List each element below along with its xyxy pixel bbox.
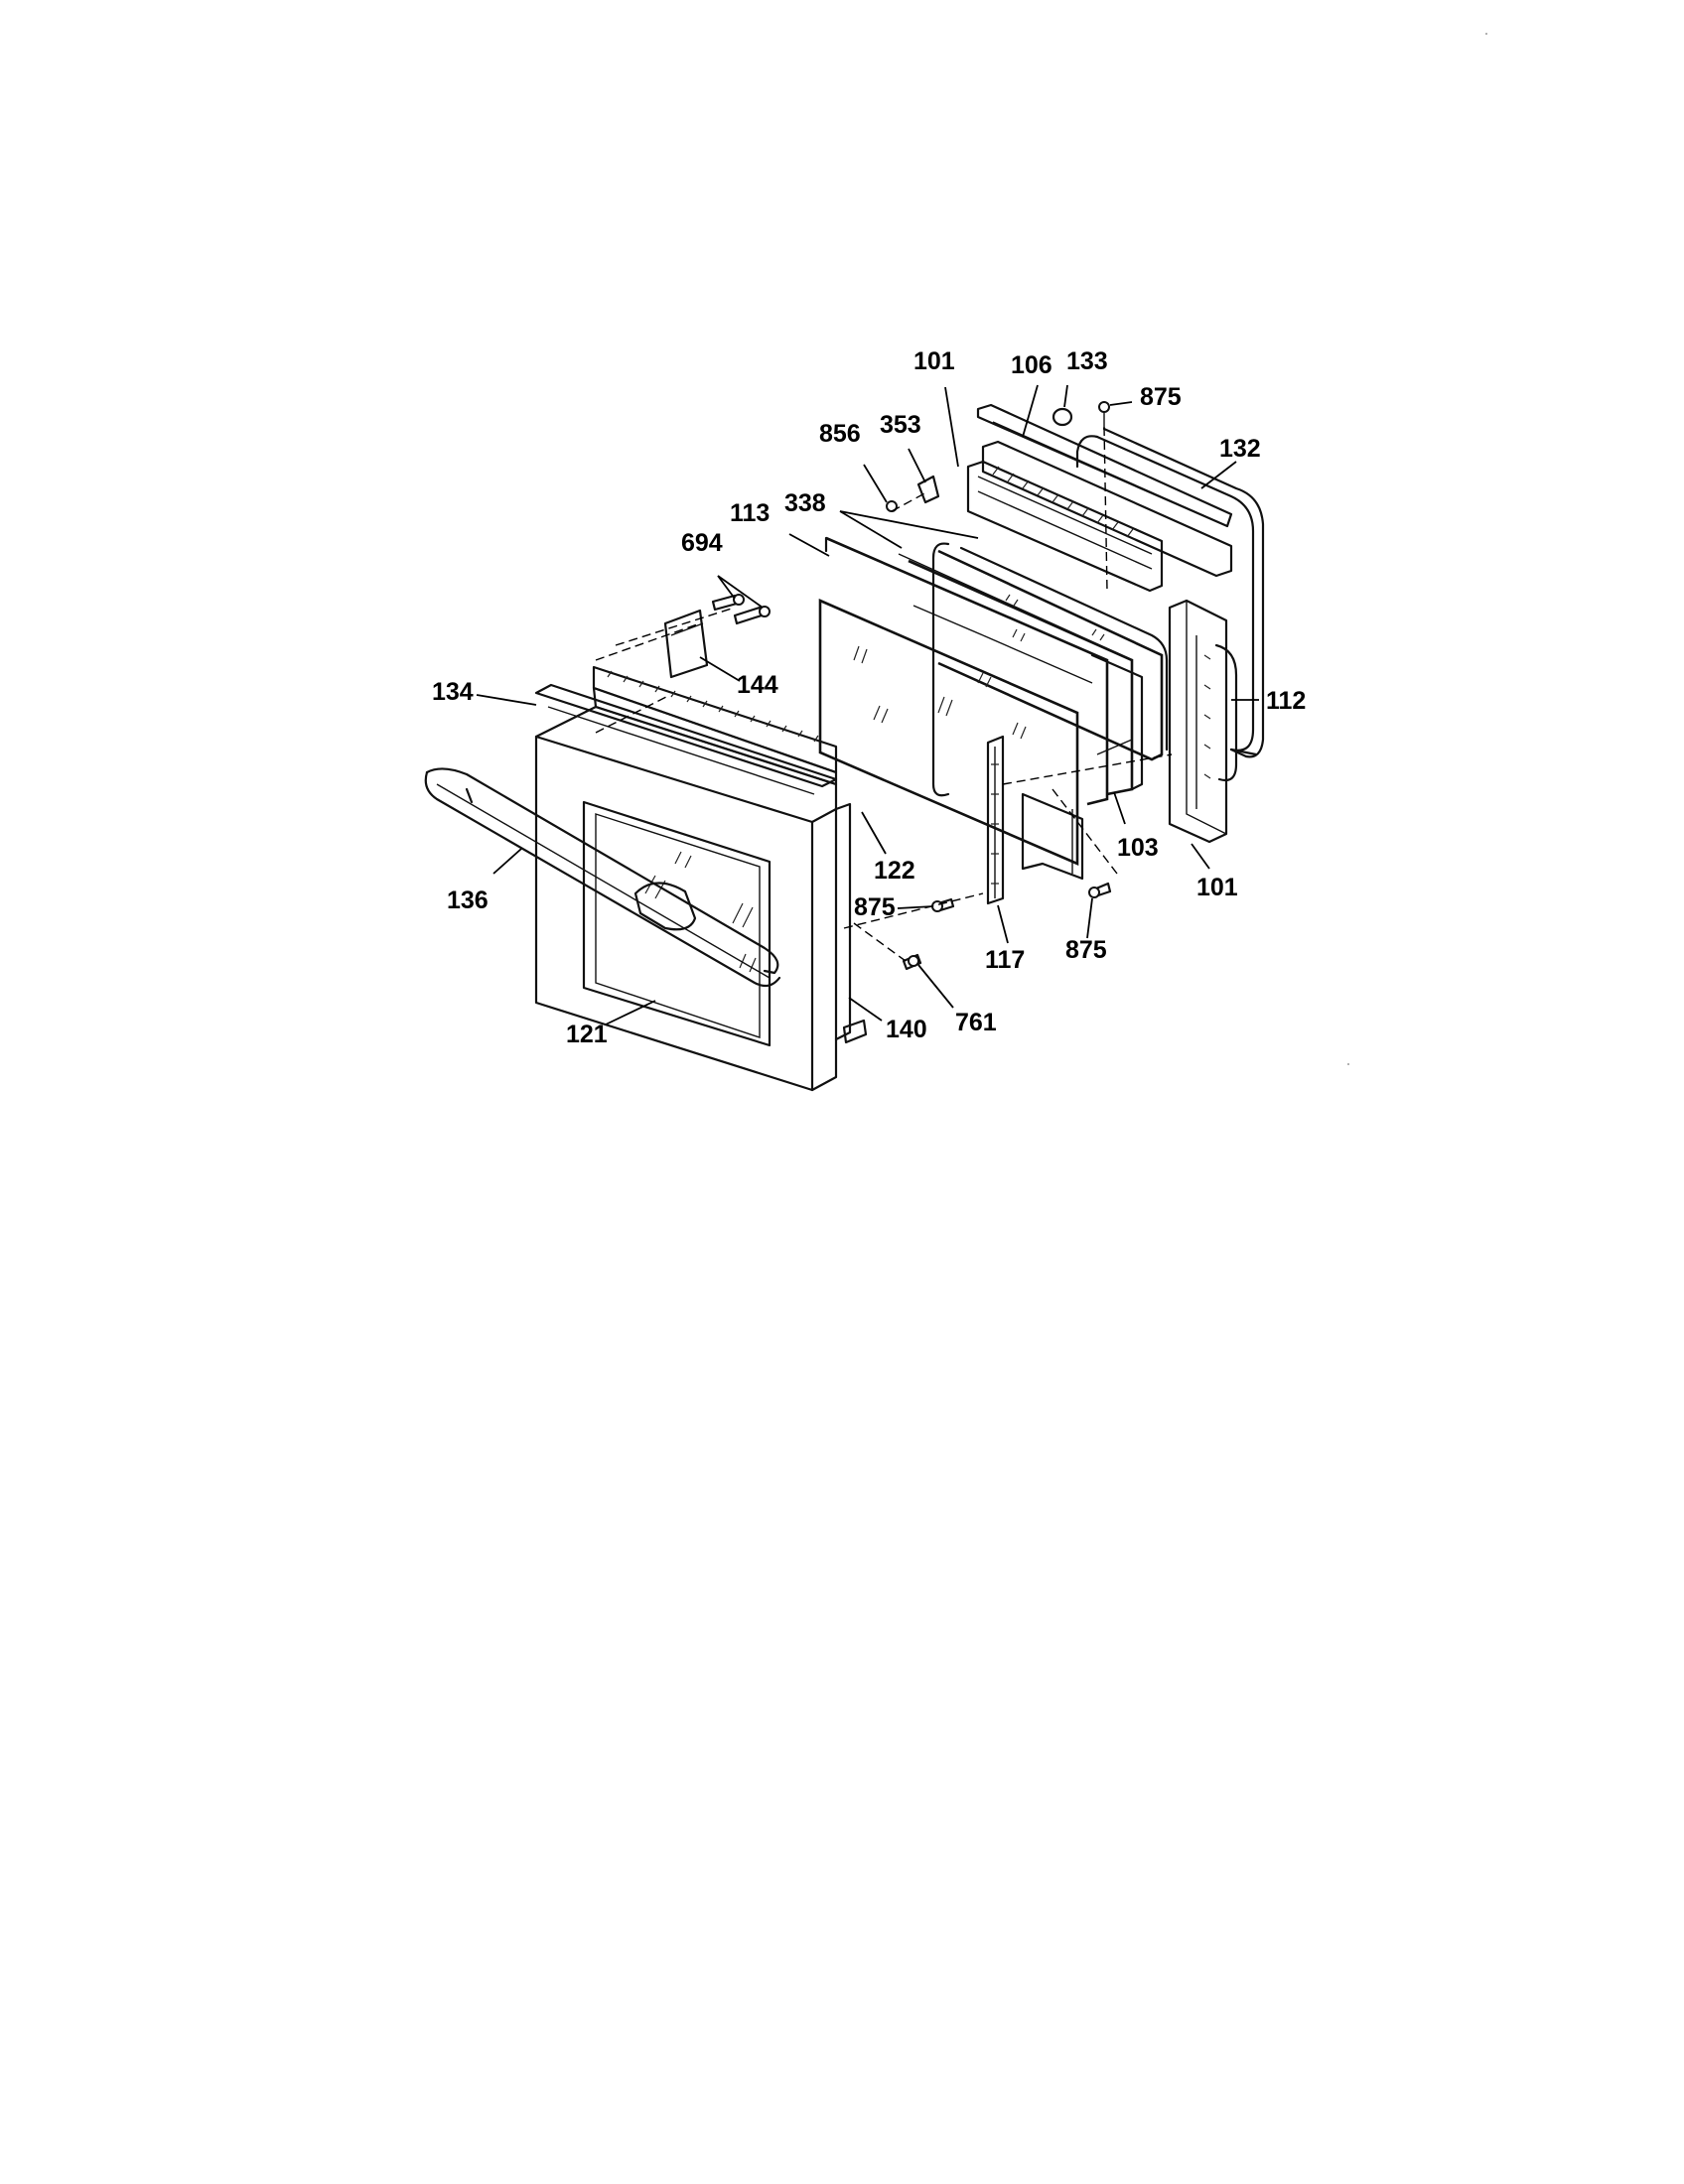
door-liner-101-top [966,440,1233,593]
glass-frame-103 [931,542,1169,797]
screw-694 [711,594,771,625]
part-labels: 101 106 133 875 132 856 353 113 338 694 … [432,347,1306,1048]
door-gasket-132 [1075,427,1265,758]
hinge-plate-144 [663,609,709,679]
label-136: 136 [447,887,489,914]
top-vent-channel-106 [976,403,1233,528]
label-103: 103 [1117,834,1159,862]
label-132: 132 [1219,435,1261,463]
screw-875-bottom [1088,882,1112,898]
label-117: 117 [985,946,1025,974]
label-353: 353 [880,411,921,439]
clip-353 [916,475,940,504]
door-liner-101-side [1168,599,1238,844]
label-140: 140 [886,1016,927,1043]
glass-pane-113 [824,536,1109,806]
assembly-lines [595,426,1173,962]
leader-lines [476,384,1259,1025]
screw-761 [902,953,922,971]
label-101-bottom: 101 [1196,874,1238,901]
label-112: 112 [1266,687,1306,715]
glass-pane-338 [898,553,1134,796]
label-113: 113 [730,499,770,527]
label-121: 121 [566,1021,608,1048]
inner-glass-122 [818,599,1079,866]
side-trim-140 [834,802,868,1044]
side-bracket-117 [986,735,1005,905]
label-761: 761 [955,1009,997,1036]
label-694: 694 [681,529,723,557]
label-101-top: 101 [913,347,955,375]
door-top-vent [592,665,838,774]
label-106: 106 [1011,351,1052,379]
bumper-133 [1052,407,1073,427]
label-338: 338 [784,489,826,517]
label-122: 122 [874,857,915,885]
door-handle-136 [424,767,781,988]
label-875-bottom: 875 [1065,936,1107,964]
label-875-top: 875 [1140,383,1182,411]
label-144: 144 [737,671,778,699]
label-856: 856 [819,420,861,448]
label-875-mid: 875 [854,893,896,921]
bracket-panel [1021,792,1084,881]
label-133: 133 [1066,347,1108,375]
label-134: 134 [432,678,474,706]
screw-875-mid [931,897,955,912]
trim-strip-134 [534,683,838,795]
scan-specks [1347,33,1487,1065]
screw-875-top [1098,401,1110,429]
